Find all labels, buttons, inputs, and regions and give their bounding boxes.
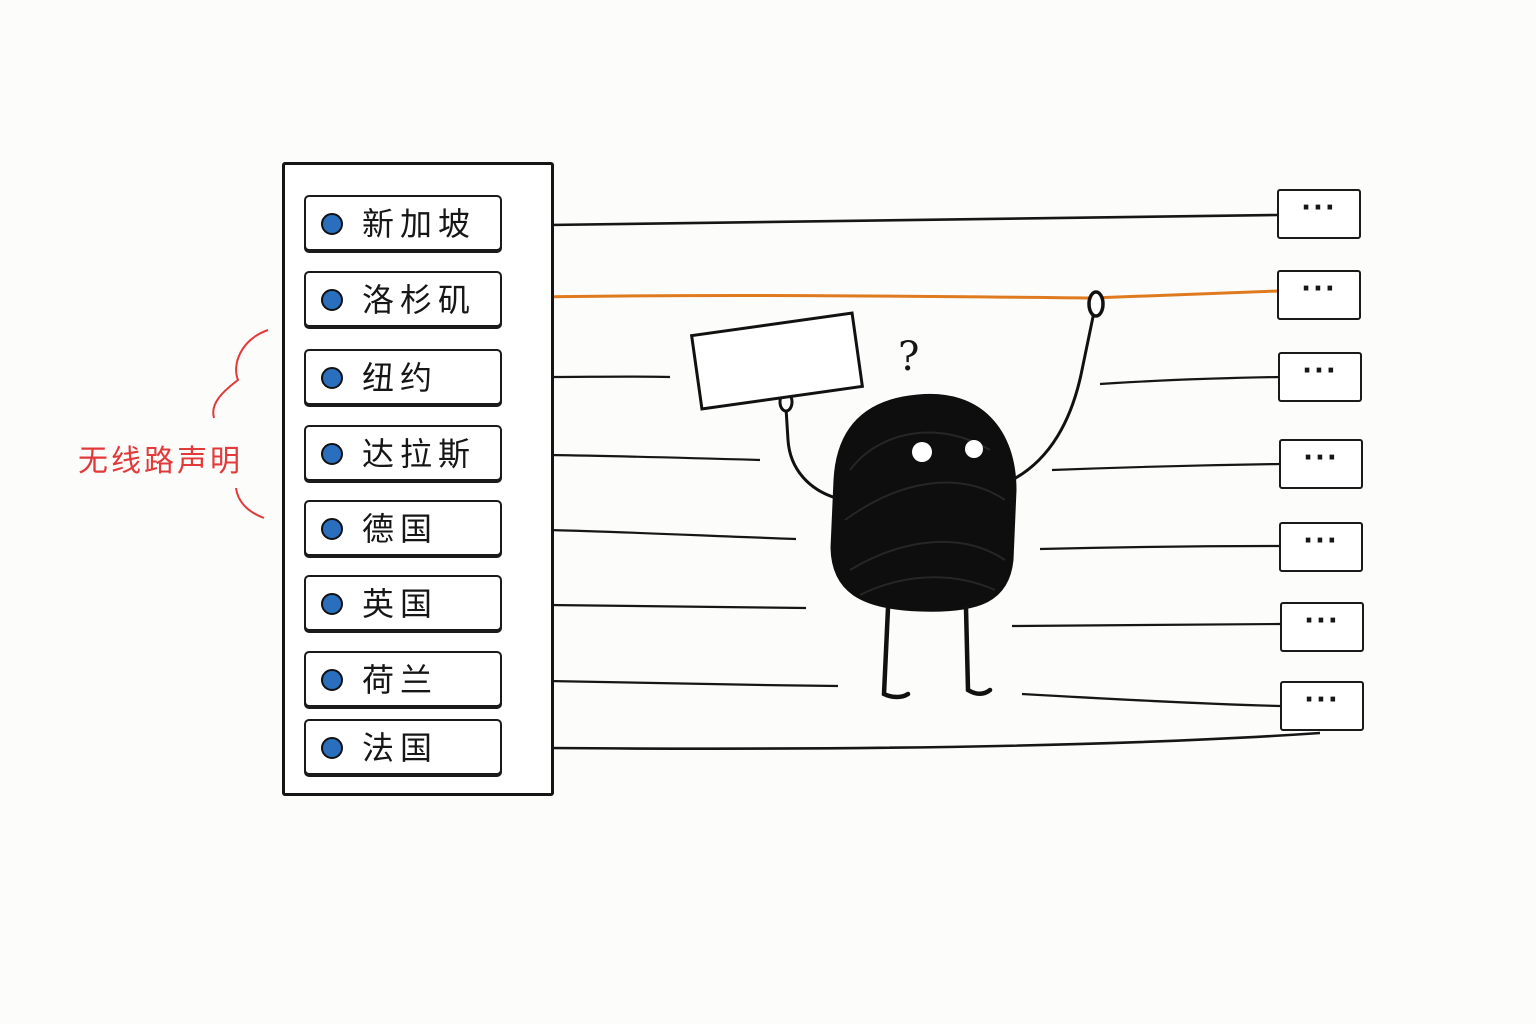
character-right-arm [1011,311,1096,482]
destination-box: ··· [1278,352,1362,402]
blue-dot-icon [321,289,343,311]
line-row-1 [547,213,1279,227]
question-mark: ? [898,334,920,380]
line-row-6-right [1011,622,1281,628]
character-left-leg [881,605,911,700]
region-item-netherlands[interactable]: 荷兰 [304,651,502,707]
line-row-4-right [1051,462,1281,472]
region-item-uk[interactable]: 英国 [304,575,502,631]
region-item-singapore[interactable]: 新加坡 [304,195,502,251]
region-item-los-angeles[interactable]: 洛杉矶 [304,271,502,327]
annotation-brace [212,329,269,419]
region-label: 新加坡 [362,205,477,244]
character-right-leg [963,605,993,696]
line-row-8 [547,731,1321,750]
region-item-dallas[interactable]: 达拉斯 [304,425,502,481]
region-label: 法国 [362,729,439,768]
line-row-2-highlight [537,289,1279,300]
region-label: 德国 [362,510,439,549]
destination-box: ··· [1277,189,1361,239]
region-item-france[interactable]: 法国 [304,719,502,775]
line-row-7-left [547,679,839,688]
confused-blob-character [689,290,1105,700]
line-row-3-right [1099,375,1281,386]
region-label: 英国 [362,585,439,624]
blue-dot-icon [321,367,343,389]
line-row-5-right [1039,544,1281,551]
region-label: 纽约 [362,359,439,398]
blue-dot-icon [321,443,343,465]
destination-box: ··· [1280,681,1364,731]
blue-dot-icon [321,737,343,759]
line-row-7-right [1021,692,1281,708]
character-right-eye [965,440,983,458]
line-row-6-left [547,603,807,610]
destination-box: ··· [1277,270,1361,320]
region-item-germany[interactable]: 德国 [304,500,502,556]
destination-box: ··· [1280,602,1364,652]
annotation-label: 无线路声明 [78,444,243,479]
blue-dot-icon [321,518,343,540]
destination-box: ··· [1279,439,1363,489]
region-label: 荷兰 [362,661,439,700]
blue-dot-icon [321,593,343,615]
annotation-brace-lower [235,487,265,519]
character-left-arm [784,407,837,500]
line-row-5-left [547,528,797,541]
destination-box: ··· [1279,522,1363,572]
blue-dot-icon [321,669,343,691]
region-label: 达拉斯 [362,435,477,474]
region-label: 洛杉矶 [362,281,477,320]
line-row-4-left [547,453,761,462]
blue-dot-icon [321,213,343,235]
region-item-new-york[interactable]: 纽约 [304,349,502,405]
character-sign [689,311,865,411]
